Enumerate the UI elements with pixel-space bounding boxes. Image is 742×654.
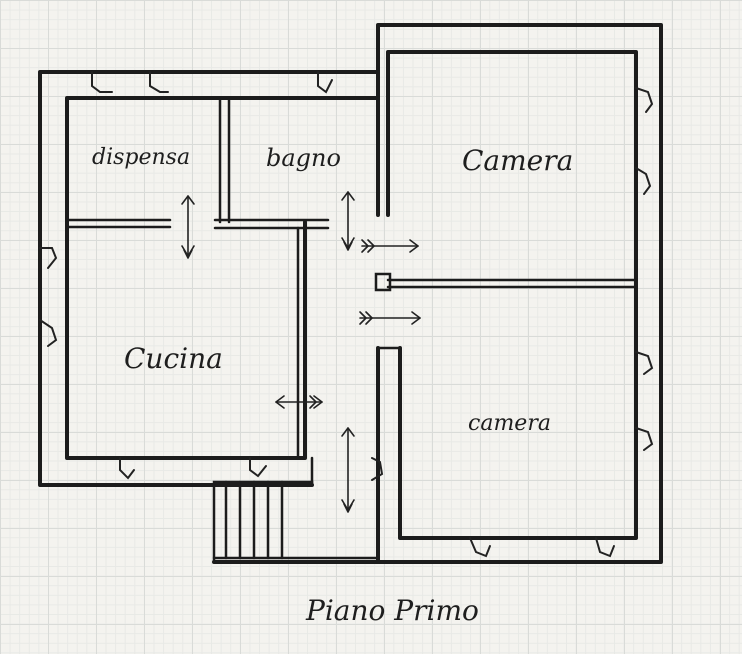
left-partitions — [65, 96, 330, 460]
door-arrow-camera-bottom — [359, 311, 421, 325]
room-label-bagno: bagno — [266, 144, 341, 172]
window-top-mid — [149, 71, 169, 93]
room-label-camera-top: Camera — [462, 144, 573, 177]
left-outer-wall — [38, 70, 380, 487]
left-block-walls — [38, 70, 380, 487]
window-right-3 — [635, 351, 654, 375]
window-left-lower — [39, 319, 58, 347]
window-bottom-right-2 — [595, 537, 615, 558]
door-arrow-stair — [341, 427, 355, 513]
window-left-upper — [39, 247, 58, 269]
window-bottom-right-1 — [469, 537, 491, 558]
window-top-right — [317, 71, 333, 94]
window-bottom-left — [119, 457, 135, 480]
room-label-dispensa: dispensa — [92, 145, 190, 170]
door-arrow-bagno — [341, 191, 355, 251]
window-right-4 — [635, 427, 654, 451]
door-arrows — [181, 191, 421, 513]
room-label-camera-bottom: camera — [468, 411, 551, 436]
door-arrow-dispensa — [181, 195, 195, 259]
window-right-2 — [635, 167, 652, 195]
right-block-walls — [212, 23, 663, 564]
door-arrow-cucina — [275, 395, 323, 409]
right-inner-wall — [386, 50, 638, 540]
window-bottom-mid — [249, 457, 267, 478]
drawing-caption: Piano Primo — [305, 594, 479, 627]
right-outer-wall — [212, 23, 663, 564]
room-label-cucina: Cucina — [124, 342, 223, 375]
partition-stub — [374, 272, 392, 292]
stair-outline — [212, 480, 314, 564]
room-labels: dispensa bagno Camera Cucina camera — [92, 144, 573, 436]
staircase — [212, 480, 380, 564]
window-top-left — [91, 71, 113, 93]
window-corridor — [371, 457, 384, 481]
door-arrow-camera-top — [361, 239, 419, 253]
window-symbols — [39, 71, 654, 558]
window-right-1 — [635, 87, 654, 113]
